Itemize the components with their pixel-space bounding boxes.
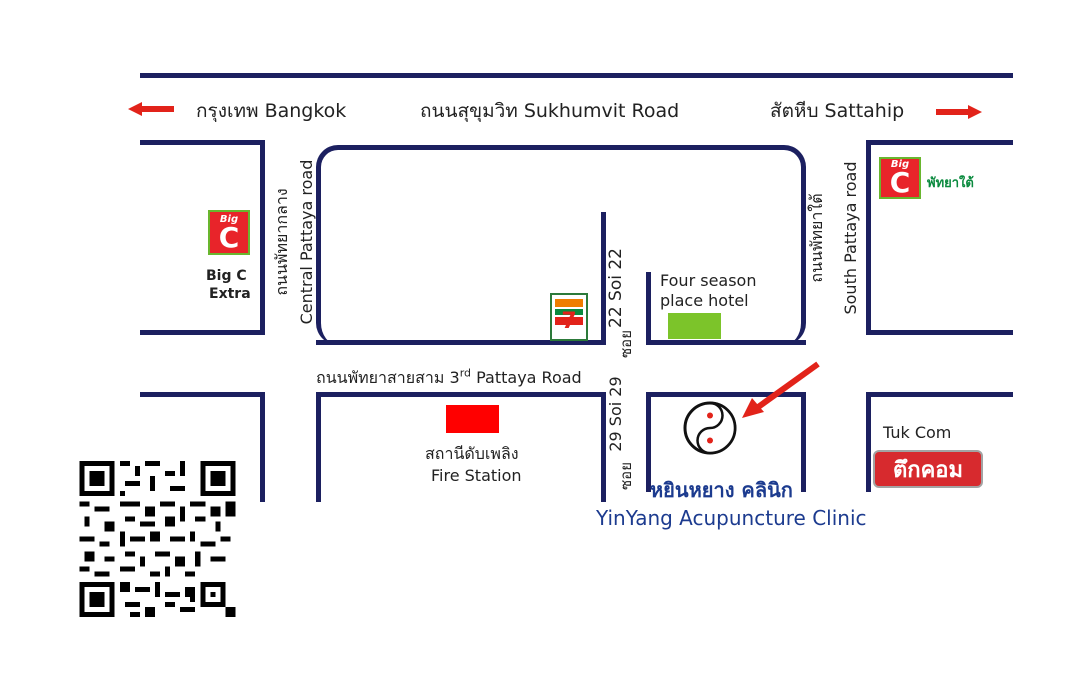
soi22-inner-mask [606,266,646,340]
clinic-thai-label: หยินหยาง คลินิก [650,478,793,502]
bigc-extra-line1: Big C [206,268,247,284]
seven-eleven-logo-icon: 7 [550,293,588,341]
sukhumvit-road-label: ถนนสุขุมวิท Sukhumvit Road [420,100,680,122]
soi22-top-left [601,212,606,272]
bigc-south-pattaya-caption: พัทยาใต้ [927,176,974,191]
block-left-upper [140,140,265,335]
soi22-left-edge [601,272,606,345]
qr-code-icon [79,461,236,617]
soi22-right-edge [646,272,651,345]
bigc-logo-icon: Big C [879,157,921,199]
soi29-thai-label: ซอย [617,462,635,490]
block-center-upper [316,145,806,345]
arrow-left-icon [128,102,174,116]
clinic-english-label: YinYang Acupuncture Clinic [596,506,867,530]
block-left-lower [140,392,265,502]
pointer-arrow-icon [742,361,820,418]
block-center-bottom-left [316,340,606,345]
block-center-lower-left [316,392,606,502]
hotel-label-line2: place hotel [660,291,749,310]
block-right-lower [866,392,1013,492]
block-center-bottom-right [646,340,806,345]
south-pattaya-road-thai: ถนนพัทยาใต้ [807,193,826,283]
bangkok-label: กรุงเทพ Bangkok [196,100,347,122]
hotel-marker [668,313,721,339]
bigc-extra-line2: Extra [209,286,251,302]
block-right-upper [866,140,1013,335]
soi29-label: 29 Soi 29 [606,376,625,452]
arrow-right-icon [936,105,982,119]
south-pattaya-road-english: South Pattaya road [841,161,860,315]
yinyang-icon [683,401,737,455]
bigc-logo-icon: Big C [208,210,250,255]
soi22-thai-label: ซอย [617,330,635,358]
fire-station-english: Fire Station [431,466,522,485]
central-pattaya-road-english: Central Pattaya road [297,159,316,325]
tukcom-logo-icon: ตึกคอม [873,450,983,488]
sukhumvit-road-line [140,73,1013,78]
sattahip-label: สัตหีบ Sattahip [770,100,905,122]
fire-station-marker [446,405,499,433]
central-pattaya-road-thai: ถนนพัทยากลาง [272,188,291,296]
tukcom-label: Tuk Com [883,423,952,442]
fire-station-thai: สถานีดับเพลิง [425,444,519,463]
hotel-label-line1: Four season [660,271,757,290]
block-center-lower-right [646,392,806,492]
third-pattaya-road-label: ถนนพัทยาสายสาม 3rd Pattaya Road [316,366,582,387]
